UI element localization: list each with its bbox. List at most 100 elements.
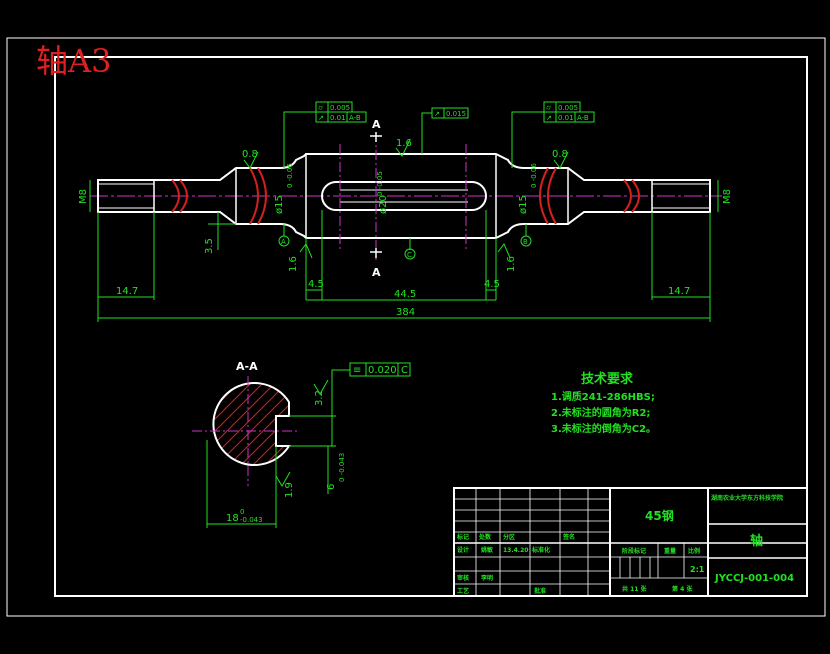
dim-m8-right: M8	[722, 189, 733, 204]
tol-left-1: 0.005	[330, 104, 350, 112]
tech-requirements: 技术要求 1.调质241-286HBS; 2.未标注的圆角为R2; 3.未标注的…	[551, 371, 656, 435]
tech-item: 3.未标注的倒角为C2。	[551, 422, 656, 435]
keyway-slot	[321, 181, 487, 211]
tb-designer: 姚敏	[480, 546, 494, 554]
tol-left-2-ref: A-B	[349, 114, 361, 122]
sec-keyway-tol: 0 -0.043	[338, 453, 346, 482]
tol-frame-right-2	[543, 111, 595, 123]
symmetry-icon: ≡	[353, 365, 361, 376]
section-mark-bottom: A	[372, 266, 381, 279]
sec-width-tol: 0	[240, 508, 244, 516]
tb-weight: 重量	[664, 547, 676, 555]
title-block	[453, 487, 808, 597]
tb-date: 13.4.20	[503, 547, 528, 554]
sec-keyway-dim: 6	[326, 484, 337, 490]
tb-design: 设计	[457, 546, 469, 554]
tol-right-1: 0.005	[558, 104, 578, 112]
tech-item: 2.未标注的圆角为R2;	[551, 406, 650, 419]
tol-frame-left-2	[315, 111, 367, 123]
tb-sheet-no: 第 4 张	[671, 585, 693, 593]
section-view: A-A	[192, 360, 411, 528]
dim-3-5: 3.5	[204, 238, 215, 254]
tb-drawing-no: JYCCJ-001-004	[714, 573, 794, 584]
sec-rough-bottom: 1.9	[284, 482, 295, 498]
tb-standardize: 标准化	[531, 546, 550, 554]
datum-b: B	[523, 238, 528, 246]
tb-reviewer: 李明	[480, 574, 493, 582]
tech-item: 1.调质241-286HBS;	[551, 390, 655, 403]
section-arrow-top	[370, 132, 382, 142]
tol-symbol-icon: ⌭	[318, 104, 323, 112]
break-mark-right	[539, 167, 557, 225]
tb-approve: 批准	[534, 587, 546, 595]
sec-rough: 3.2	[314, 390, 325, 406]
shaft-outline-upper	[97, 153, 711, 182]
sec-tolerance: 0.020	[368, 365, 397, 376]
datum-a: A	[281, 238, 286, 246]
rough-1-6-left: 1.6	[288, 256, 299, 272]
section-hatch	[213, 383, 289, 465]
tb-scale: 2:1	[690, 565, 705, 574]
section-title: A-A	[236, 360, 258, 373]
dim-d15-right: ø15	[518, 195, 529, 214]
title-block-text: 45钢 湖南农业大学东方科技学院 轴 JYCCJ-001-004 2:1 阶段标…	[456, 494, 794, 595]
tol-right-2-ref: A-B	[577, 114, 589, 122]
tb-review: 审核	[457, 574, 469, 582]
dim-d15-left: ø15	[274, 195, 285, 214]
shaft-outline-lower	[97, 210, 711, 239]
inner-border	[54, 56, 808, 597]
tol-leader	[421, 112, 432, 154]
tb-count: 处数	[478, 533, 492, 541]
tb-marks: 标记	[456, 533, 469, 541]
tb-sheets-total: 共 11 张	[622, 585, 648, 593]
break-mark-right-2	[623, 179, 640, 213]
sec-width-dim: 18	[226, 513, 239, 524]
dim-44-5: 44.5	[394, 289, 416, 300]
rough-mark-icon	[553, 151, 569, 169]
tb-ratio: 比例	[688, 547, 700, 555]
rough-1-6-right: 1.6	[506, 256, 517, 272]
section-mark-top: A	[372, 118, 381, 131]
tech-heading: 技术要求	[581, 371, 634, 387]
dim-384: 384	[396, 307, 415, 318]
dim-14-7-right: 14.7	[668, 286, 690, 297]
tb-process: 工艺	[457, 587, 469, 595]
tol-leader	[331, 369, 350, 446]
tb-signature: 签名	[562, 533, 575, 541]
datum-a-circle	[278, 235, 290, 247]
rough-mark-icon	[395, 139, 411, 157]
outer-border	[6, 37, 826, 617]
tol-right-2: 0.01	[558, 114, 574, 122]
dim-d20-tol: 0 -0.05	[376, 171, 384, 196]
break-mark-left-2	[249, 167, 267, 225]
tol-leader	[511, 111, 544, 168]
section-arrow-bottom	[370, 248, 382, 258]
dim-14-7-left: 14.7	[116, 286, 138, 297]
tb-stage-mark: 阶段标记	[622, 547, 646, 555]
dim-m8-left: M8	[78, 189, 89, 204]
rough-mark-icon	[243, 151, 259, 169]
rough-0-8-left: 0.8	[242, 149, 258, 160]
tol-leader	[283, 111, 316, 168]
tol-left-2: 0.01	[330, 114, 346, 122]
tb-zone: 分区	[503, 533, 515, 541]
tol-symbol-icon: ⌭	[546, 104, 551, 112]
tol-symbol-icon: ↗	[546, 114, 552, 122]
rough-mark-icon	[497, 243, 511, 259]
rough-mark-icon	[275, 471, 291, 487]
tol-center: 0.015	[446, 110, 466, 118]
dim-d15-left-tol: 0 -0.06	[286, 163, 294, 188]
sheet-title: 轴A3	[36, 42, 111, 80]
main-view: A A ø15 0 -0.06 ø20 0 -0.05 ø15 0 -0.06 …	[78, 101, 733, 322]
dim-d15-right-tol: 0 -0.06	[530, 163, 538, 188]
tol-symbol-icon: ↗	[434, 110, 440, 118]
datum-c-circle	[404, 248, 416, 260]
tb-school: 湖南农业大学东方科技学院	[711, 494, 783, 502]
dim-d20: ø20	[378, 195, 389, 214]
dim-4-5-left: 4.5	[308, 279, 324, 290]
dim-4-5-right: 4.5	[484, 279, 500, 290]
sec-width-tol-2: -0.043	[240, 516, 263, 524]
rough-0-8-right: 0.8	[552, 149, 568, 160]
break-mark-left	[171, 179, 188, 213]
